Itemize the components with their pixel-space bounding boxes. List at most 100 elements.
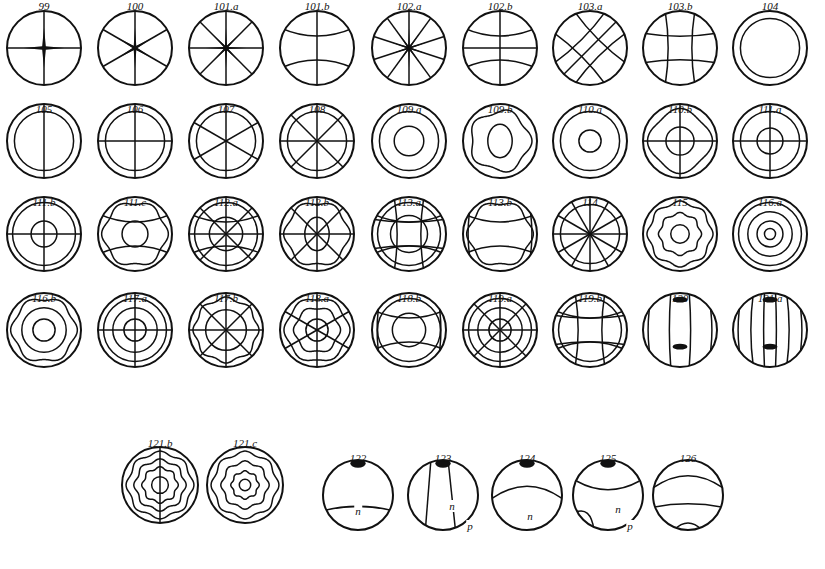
figure-number: 105 bbox=[36, 103, 53, 115]
wavy-ring bbox=[467, 204, 534, 265]
nodal-ray bbox=[374, 48, 409, 59]
nodal-diameter bbox=[285, 312, 349, 349]
nodal-ray bbox=[374, 37, 409, 48]
nodal-curve bbox=[372, 342, 446, 350]
wavy-ring bbox=[221, 461, 269, 509]
nodal-curve bbox=[653, 476, 723, 488]
nodal-lines bbox=[194, 104, 258, 178]
plate-outline bbox=[733, 11, 807, 85]
chladni-figure bbox=[98, 293, 172, 367]
nodal-curve bbox=[669, 293, 670, 367]
chladni-figure bbox=[98, 197, 172, 271]
nodal-ring bbox=[764, 228, 775, 239]
nodal-diameter bbox=[194, 123, 258, 160]
plate-outline bbox=[189, 104, 263, 178]
figure-number: 99 bbox=[39, 0, 50, 12]
figure-number: 107 bbox=[218, 103, 235, 115]
plate-outline bbox=[643, 11, 717, 85]
plate-outline bbox=[553, 11, 627, 85]
nodal-ring bbox=[394, 126, 424, 156]
nodal-curve bbox=[577, 481, 640, 490]
nodal-curve bbox=[575, 293, 578, 367]
chladni-figure bbox=[463, 293, 537, 367]
chladni-figure bbox=[733, 104, 807, 178]
plate-outline bbox=[733, 197, 807, 271]
nodal-curve bbox=[463, 60, 537, 68]
nodal-lines bbox=[372, 197, 446, 271]
nodal-ray bbox=[135, 30, 167, 49]
nodal-curve bbox=[421, 197, 424, 271]
nodal-curve bbox=[372, 214, 446, 222]
nodal-diameter bbox=[474, 304, 526, 356]
chladni-figure bbox=[189, 104, 263, 178]
nodal-ray bbox=[225, 11, 227, 48]
chladni-figure bbox=[323, 459, 393, 530]
nodal-curve bbox=[553, 342, 627, 350]
nodal-lines bbox=[492, 459, 562, 498]
plate-outline bbox=[280, 11, 354, 85]
nodal-lines bbox=[7, 11, 81, 85]
nodal-curve bbox=[708, 293, 712, 367]
figure-number: 117.b bbox=[214, 292, 238, 304]
nodal-ring bbox=[378, 299, 441, 362]
chladni-figure bbox=[733, 293, 807, 367]
figure-number: 118.b bbox=[397, 292, 421, 304]
nodal-line bbox=[426, 462, 431, 529]
wavy-ring bbox=[211, 451, 279, 519]
nodal-diameter bbox=[572, 202, 609, 266]
nodal-ray bbox=[226, 48, 252, 74]
nodal-ray bbox=[44, 47, 81, 49]
figure-number: 113.b bbox=[488, 196, 512, 208]
nodal-ray bbox=[387, 18, 409, 48]
nodal-lines bbox=[538, 0, 643, 100]
chladni-figure bbox=[538, 0, 643, 100]
nodal-diameter bbox=[194, 123, 258, 160]
nodal-ray bbox=[225, 48, 227, 85]
sand-heap bbox=[673, 344, 688, 350]
plate-outline bbox=[98, 197, 172, 271]
nodal-lines bbox=[11, 300, 78, 361]
plate-outline bbox=[372, 293, 446, 367]
figure-number: 102.a bbox=[397, 0, 422, 12]
nodal-lines bbox=[740, 18, 799, 77]
nodal-ray bbox=[200, 22, 226, 48]
nodal-diameter bbox=[733, 140, 807, 142]
plate-outline bbox=[98, 104, 172, 178]
nodal-diameter bbox=[564, 22, 616, 74]
plate-outline bbox=[643, 197, 717, 271]
nodal-lines bbox=[14, 104, 73, 178]
plate-outline bbox=[122, 447, 198, 523]
nodal-diameter bbox=[7, 233, 81, 235]
chladni-figure bbox=[372, 197, 446, 271]
point-letter: n bbox=[448, 500, 456, 512]
nodal-ring bbox=[379, 111, 438, 170]
chladni-figure bbox=[7, 11, 81, 85]
nodal-ring bbox=[739, 203, 802, 266]
nodal-lines bbox=[103, 11, 167, 85]
nodal-lines bbox=[98, 293, 172, 367]
plate-outline bbox=[643, 293, 717, 367]
plate-outline bbox=[553, 104, 627, 178]
nodal-lines bbox=[374, 11, 444, 85]
nodal-ring bbox=[757, 221, 783, 247]
plate-outline bbox=[372, 197, 446, 271]
nodal-curve bbox=[653, 504, 723, 508]
chladni-figure bbox=[98, 11, 172, 85]
figure-number: 123 bbox=[435, 452, 452, 464]
plate-outline bbox=[463, 11, 537, 85]
nodal-lines bbox=[280, 104, 354, 178]
plate-outline bbox=[7, 104, 81, 178]
nodal-curve bbox=[463, 214, 537, 222]
figure-number: 124 bbox=[519, 452, 536, 464]
nodal-lines bbox=[323, 459, 393, 510]
wavy-ring bbox=[658, 212, 701, 255]
nodal-curve bbox=[528, 197, 532, 271]
chladni-figure bbox=[643, 293, 717, 367]
nodal-curve bbox=[492, 486, 562, 498]
nodal-ring bbox=[559, 299, 622, 362]
nodal-curve bbox=[280, 60, 354, 68]
nodal-ray bbox=[409, 48, 444, 59]
nodal-diameter bbox=[200, 208, 252, 260]
nodal-lines bbox=[643, 104, 717, 178]
